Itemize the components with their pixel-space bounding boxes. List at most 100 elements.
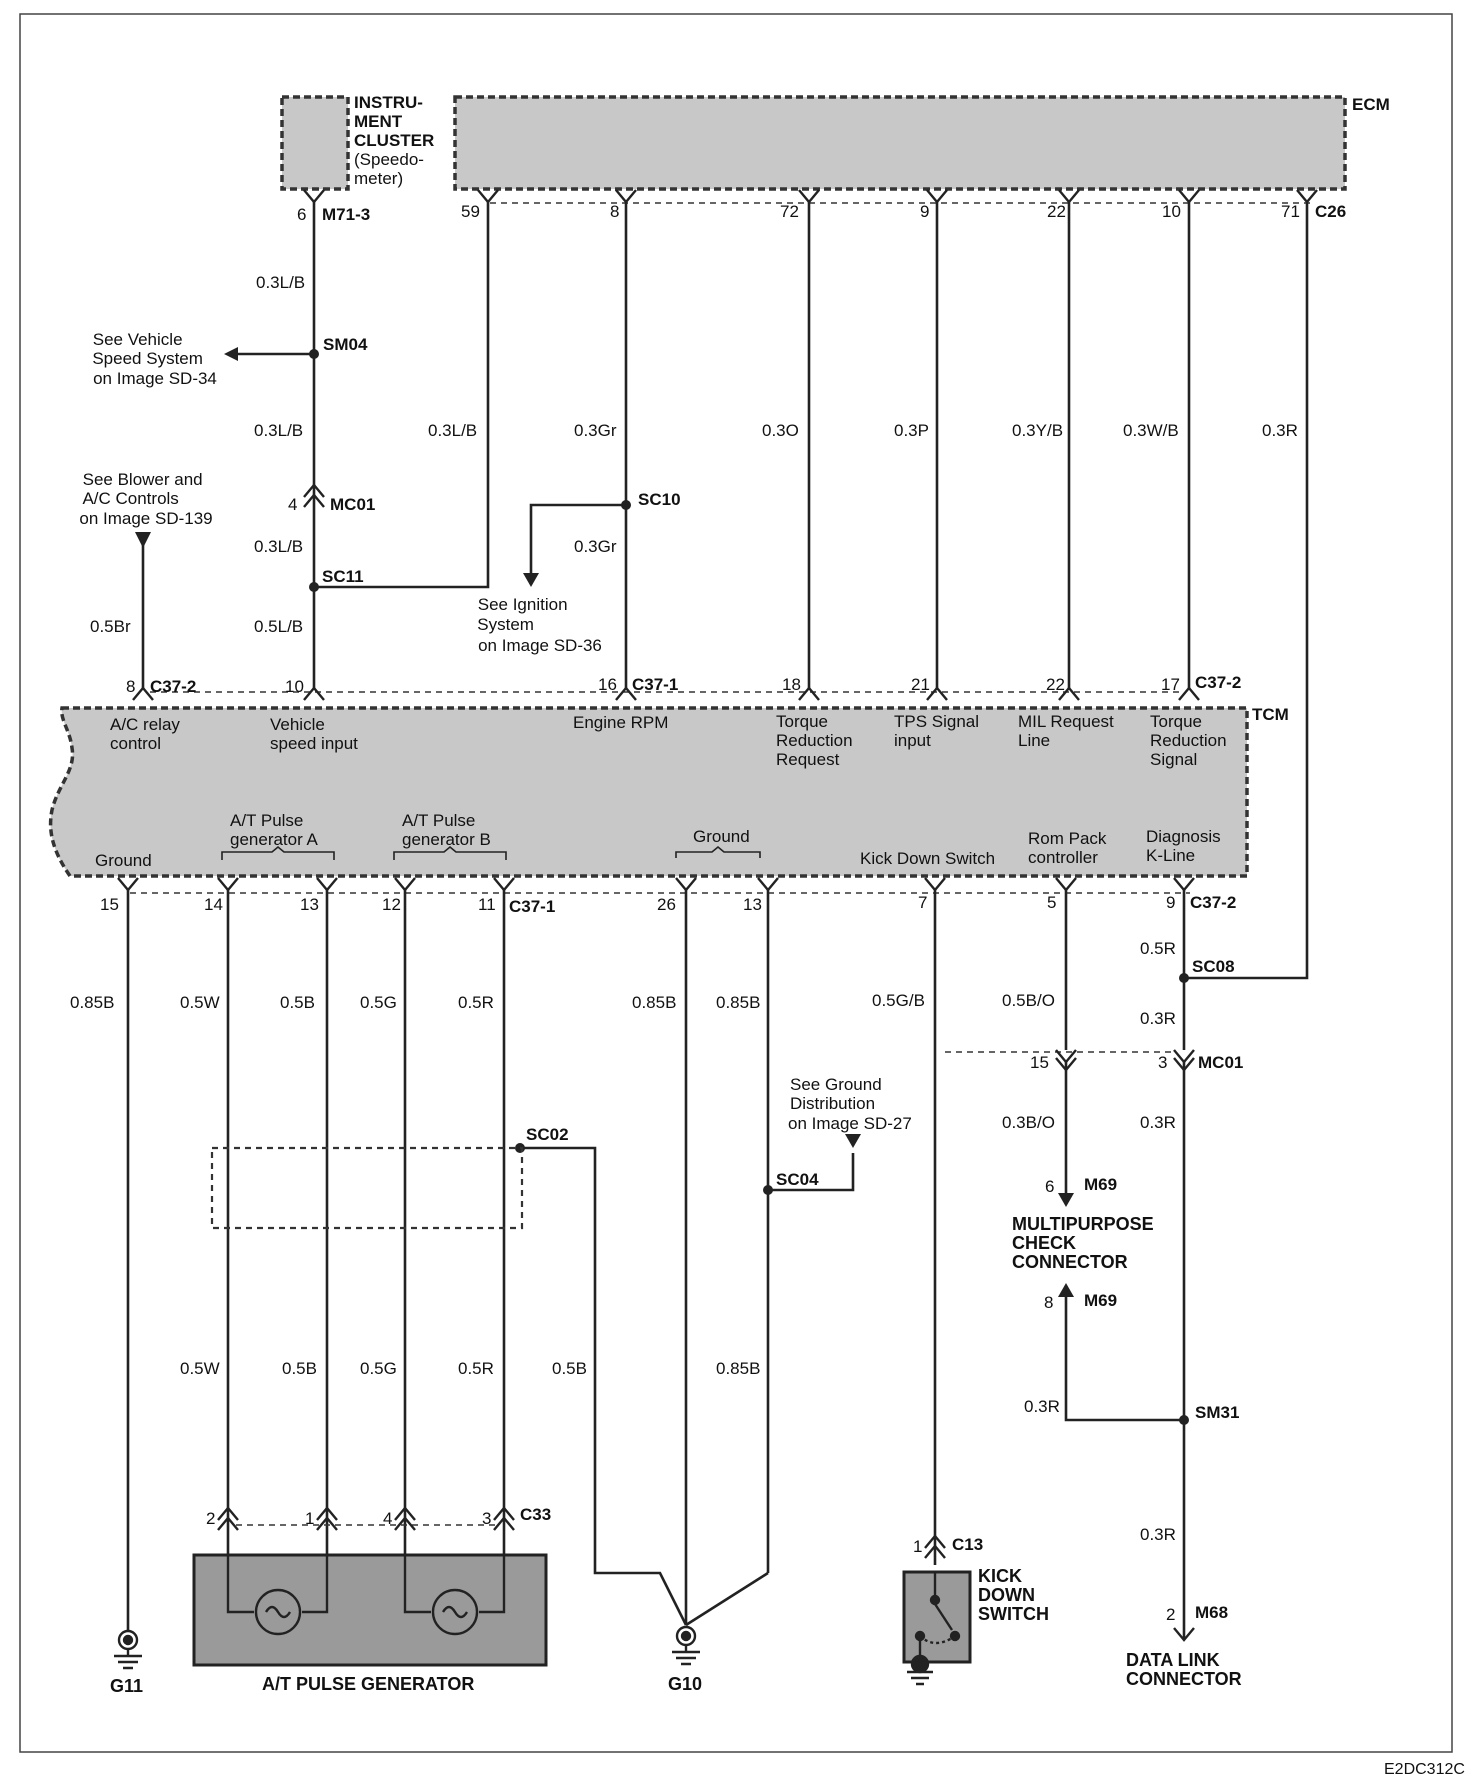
c33-connector: C33	[520, 1505, 551, 1524]
svg-text:0.3W/B: 0.3W/B	[1123, 421, 1179, 440]
svg-text:5: 5	[1047, 893, 1056, 912]
g11-label: G11	[110, 1676, 143, 1696]
c37-1-bottom-connector: C37-1	[509, 897, 555, 916]
sm31-label: SM31	[1195, 1403, 1239, 1422]
svg-text:speed input: speed input	[270, 734, 358, 753]
mc01-left-chevron	[303, 483, 325, 508]
ecm-pin-71: 71	[1281, 202, 1300, 221]
svg-text:0.5R: 0.5R	[458, 1359, 494, 1378]
svg-text:0.3R: 0.3R	[1024, 1397, 1060, 1416]
splice-sc10	[621, 500, 631, 510]
tcm-top-chevrons	[132, 686, 1200, 701]
svg-text:0.5B: 0.5B	[282, 1359, 317, 1378]
svg-text:0.3L/B: 0.3L/B	[428, 421, 477, 440]
svg-text:TPS Signal: TPS Signal	[894, 712, 979, 731]
c33-pin-2: 2	[206, 1509, 215, 1528]
m69-pin-6: 6	[1045, 1177, 1054, 1196]
upper-wires	[141, 202, 1309, 980]
c37-1-top-connector: C37-1	[632, 675, 678, 694]
svg-text:Ground: Ground	[95, 851, 152, 870]
svg-text:13: 13	[300, 895, 319, 914]
ref-blower: See Blower and A/C Controls on Image SD-…	[79, 470, 212, 528]
c13-chevron	[924, 1534, 946, 1559]
g10-ground-icon	[672, 1625, 700, 1666]
svg-text:0.5G: 0.5G	[360, 993, 397, 1012]
svg-text:generator A: generator A	[230, 830, 319, 849]
instrument-cluster-label: INSTRU- MENT CLUSTER (Speedo- meter)	[354, 93, 439, 188]
data-link-connector-label: DATA LINK CONNECTOR	[1126, 1650, 1242, 1689]
arrow-m69-8	[1058, 1283, 1074, 1297]
svg-text:Vehicle: Vehicle	[270, 715, 325, 734]
svg-text:0.5Br: 0.5Br	[90, 617, 131, 636]
svg-text:0.5B: 0.5B	[552, 1359, 587, 1378]
kick-down-switch-icon	[907, 1572, 961, 1686]
svg-text:0.3P: 0.3P	[894, 421, 929, 440]
svg-text:Engine RPM: Engine RPM	[573, 713, 668, 732]
ecm-pin-10: 10	[1162, 202, 1181, 221]
arrow-vehicle-speed	[224, 347, 238, 361]
tcm-top-pin-18: 18	[782, 675, 801, 694]
m68-connector: M68	[1195, 1603, 1228, 1622]
c37-2-right-connector: C37-2	[1195, 673, 1241, 692]
svg-text:0.5G/B: 0.5G/B	[872, 991, 925, 1010]
svg-text:0.5L/B: 0.5L/B	[254, 617, 303, 636]
svg-text:0.3R: 0.3R	[1140, 1525, 1176, 1544]
svg-text:0.85B: 0.85B	[70, 993, 114, 1012]
m68-pin-2: 2	[1166, 1605, 1175, 1624]
svg-text:MIL Request: MIL Request	[1018, 712, 1114, 731]
splice-sc11	[309, 582, 319, 592]
svg-text:0.3Gr: 0.3Gr	[574, 537, 617, 556]
svg-text:0.3R: 0.3R	[1140, 1113, 1176, 1132]
svg-text:Line: Line	[1018, 731, 1050, 750]
mc01-right-connector: MC01	[1198, 1053, 1243, 1072]
tcm-bottom-pins: 15 14 13 12 11 26 13 7 5 9	[100, 893, 1175, 914]
ref-ignition: See Ignition System on Image SD-36	[477, 595, 602, 655]
svg-text:14: 14	[204, 895, 223, 914]
sc02-label: SC02	[526, 1125, 569, 1144]
svg-text:0.85B: 0.85B	[632, 993, 676, 1012]
tcm-bottom-chevrons	[117, 877, 1195, 892]
tcm-box	[48, 706, 1249, 878]
arrow-ignition	[523, 573, 539, 587]
svg-text:0.3L/B: 0.3L/B	[254, 421, 303, 440]
ecm-connector-chevrons	[303, 189, 1318, 204]
svg-text:Rom Pack: Rom Pack	[1028, 829, 1107, 848]
svg-text:controller: controller	[1028, 848, 1098, 867]
svg-text:9: 9	[1166, 893, 1175, 912]
svg-text:0.3B/O: 0.3B/O	[1002, 1113, 1055, 1132]
mc01-pin-15: 15	[1030, 1053, 1049, 1072]
lower-wires	[126, 890, 1186, 1640]
svg-text:Kick Down Switch: Kick Down Switch	[860, 849, 995, 868]
mc01-left-pin: 4	[288, 495, 297, 514]
splice-sc08	[1179, 973, 1189, 983]
svg-text:A/C relay: A/C relay	[110, 715, 180, 734]
m68-chevron	[1173, 1627, 1195, 1642]
tcm-top-pin-22: 22	[1046, 675, 1065, 694]
arrow-m69-6	[1058, 1193, 1074, 1207]
mc01-right-chevrons	[1055, 1049, 1195, 1072]
svg-text:0.85B: 0.85B	[716, 1359, 760, 1378]
svg-text:0.5G: 0.5G	[360, 1359, 397, 1378]
at-pulse-generator-label: A/T PULSE GENERATOR	[262, 1674, 474, 1694]
svg-text:0.3L/B: 0.3L/B	[254, 537, 303, 556]
svg-text:A/T Pulse: A/T Pulse	[402, 811, 475, 830]
svg-text:Diagnosis: Diagnosis	[1146, 827, 1221, 846]
svg-text:K-Line: K-Line	[1146, 846, 1195, 865]
tcm-top-pin-10: 10	[285, 677, 304, 696]
lower-wire-labels: 0.85B 0.5W 0.5B 0.5G 0.5R 0.85B 0.85B 0.…	[70, 939, 1176, 1544]
c37-2-top-connector: C37-2	[150, 677, 196, 696]
sc08-label: SC08	[1192, 957, 1235, 976]
m69-connector-a: M69	[1084, 1175, 1117, 1194]
svg-text:generator B: generator B	[402, 830, 491, 849]
splice-sm31	[1179, 1415, 1189, 1425]
svg-text:0.85B: 0.85B	[716, 993, 760, 1012]
mc01-left-connector: MC01	[330, 495, 375, 514]
c13-connector: C13	[952, 1535, 983, 1554]
svg-text:0.5B: 0.5B	[280, 993, 315, 1012]
pulse-generator-coils	[226, 1555, 506, 1636]
svg-text:13: 13	[743, 895, 762, 914]
svg-text:0.3Gr: 0.3Gr	[574, 421, 617, 440]
svg-text:11: 11	[478, 895, 496, 914]
svg-text:0.5B/O: 0.5B/O	[1002, 991, 1055, 1010]
svg-text:0.3Y/B: 0.3Y/B	[1012, 421, 1063, 440]
